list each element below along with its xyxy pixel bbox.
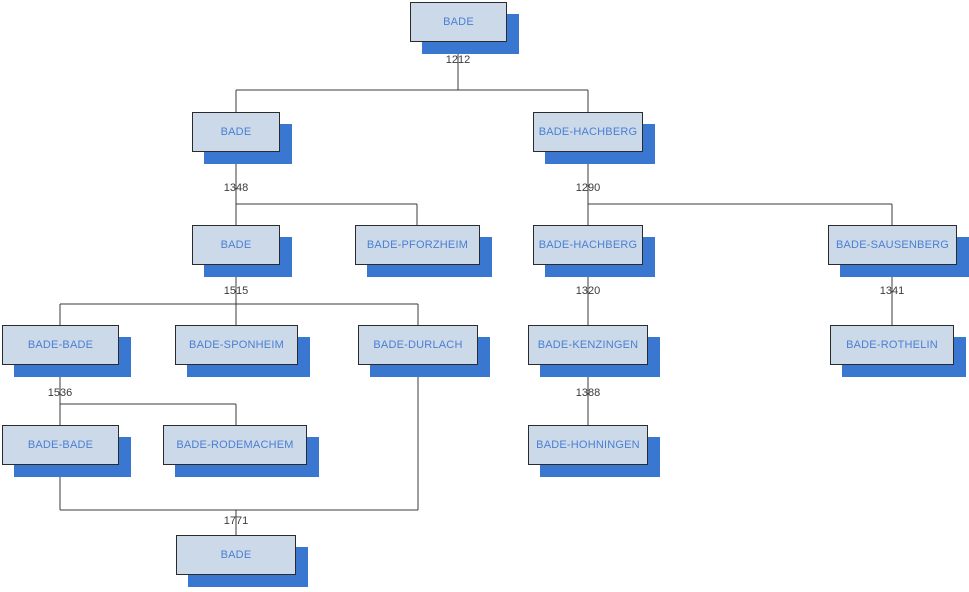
- node-label: BADE-BADE: [27, 338, 94, 351]
- node-label: BADE: [443, 15, 474, 28]
- node-label: BADE: [220, 238, 252, 251]
- tree-node[interactable]: BADE-ROTHELIN: [830, 325, 966, 377]
- edge-date-label: 1771: [223, 515, 249, 527]
- node-face[interactable]: BADE-PFORZHEIM: [355, 225, 480, 265]
- tree-node[interactable]: BADE: [410, 2, 519, 54]
- node-face[interactable]: BADE: [176, 535, 296, 575]
- tree-node[interactable]: BADE: [192, 225, 292, 277]
- edge-date-label: 1341: [879, 285, 905, 297]
- tree-node[interactable]: BADE-SPONHEIM: [175, 325, 310, 377]
- node-face[interactable]: BADE-HACHBERG: [533, 112, 643, 152]
- node-label: BADE-SPONHEIM: [189, 338, 284, 351]
- node-face[interactable]: BADE: [192, 225, 280, 265]
- node-label: BADE-HOHNINGEN: [536, 438, 640, 451]
- edge-date-label: 1212: [445, 54, 471, 66]
- node-label: BADE-PFORZHEIM: [366, 238, 469, 251]
- node-face[interactable]: BADE-HACHBERG: [533, 225, 643, 265]
- node-face[interactable]: BADE-BADE: [2, 325, 119, 365]
- tree-node[interactable]: BADE: [176, 535, 308, 587]
- edge-date-label: 1388: [575, 387, 601, 399]
- tree-node[interactable]: BADE-BADE: [2, 425, 131, 477]
- tree-node[interactable]: BADE-HACHBERG: [533, 225, 655, 277]
- tree-node[interactable]: BADE-SAUSENBERG: [828, 225, 969, 277]
- node-label: BADE-ROTHELIN: [846, 338, 938, 351]
- node-face[interactable]: BADE-SAUSENBERG: [828, 225, 957, 265]
- node-label: BADE-DURLACH: [373, 338, 463, 351]
- tree-node[interactable]: BADE: [192, 112, 292, 164]
- node-label: BADE-HACHBERG: [538, 125, 638, 138]
- tree-node[interactable]: BADE-HOHNINGEN: [528, 425, 660, 477]
- tree-node[interactable]: BADE-BADE: [2, 325, 131, 377]
- node-label: BADE: [220, 125, 252, 138]
- node-face[interactable]: BADE-HOHNINGEN: [528, 425, 648, 465]
- node-label: BADE-HACHBERG: [538, 238, 638, 251]
- edge-date-label: 1320: [575, 285, 601, 297]
- node-label: BADE-BADE: [27, 438, 94, 451]
- tree-node[interactable]: BADE-KENZINGEN: [528, 325, 660, 377]
- edge-date-label: 1536: [47, 387, 73, 399]
- node-face[interactable]: BADE-DURLACH: [358, 325, 478, 365]
- node-label: BADE-RODEMACHEM: [176, 438, 294, 451]
- node-face[interactable]: BADE: [410, 2, 507, 42]
- node-face[interactable]: BADE-KENZINGEN: [528, 325, 648, 365]
- tree-node[interactable]: BADE-HACHBERG: [533, 112, 655, 164]
- node-face[interactable]: BADE: [192, 112, 280, 152]
- node-label: BADE-SAUSENBERG: [835, 238, 950, 251]
- tree-node[interactable]: BADE-PFORZHEIM: [355, 225, 492, 277]
- node-face[interactable]: BADE-RODEMACHEM: [163, 425, 307, 465]
- node-face[interactable]: BADE-BADE: [2, 425, 119, 465]
- edge-date-label: 1290: [575, 182, 601, 194]
- tree-node[interactable]: BADE-DURLACH: [358, 325, 490, 377]
- node-face[interactable]: BADE-SPONHEIM: [175, 325, 298, 365]
- node-face[interactable]: BADE-ROTHELIN: [830, 325, 954, 365]
- tree-node[interactable]: BADE-RODEMACHEM: [163, 425, 319, 477]
- edge-date-label: 1515: [223, 285, 249, 297]
- node-label: BADE-KENZINGEN: [537, 338, 639, 351]
- edge-date-label: 1348: [223, 182, 249, 194]
- node-label: BADE: [220, 548, 252, 561]
